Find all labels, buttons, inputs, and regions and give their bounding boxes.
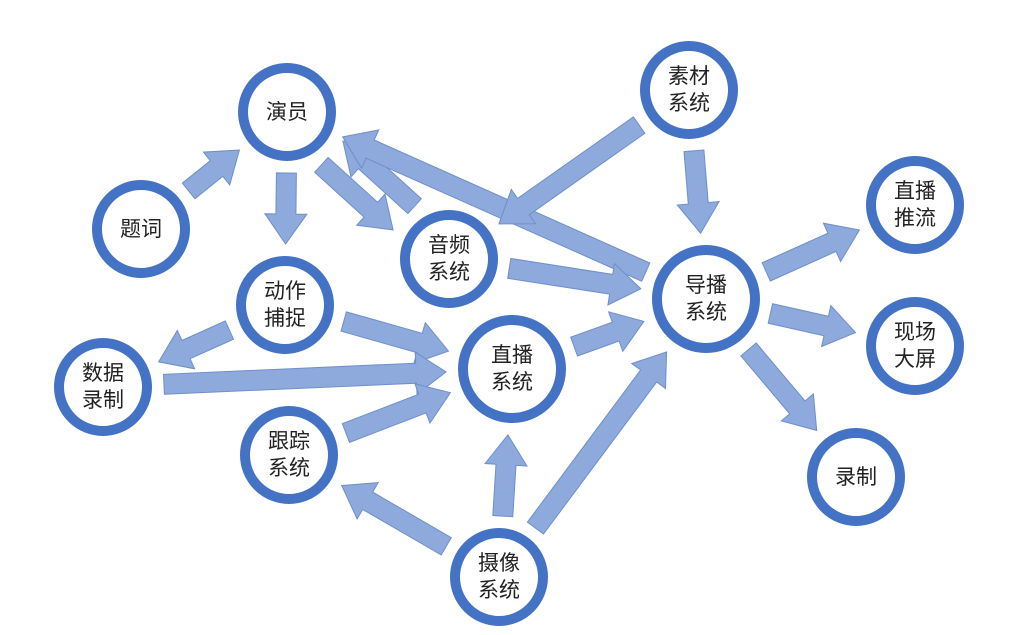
arrow-material-system-to-audio-system bbox=[498, 116, 646, 225]
arrow-motion-capture-to-live-system bbox=[340, 311, 450, 364]
node-prompter: 题词 bbox=[92, 180, 190, 278]
arrow-data-recording-to-live-system bbox=[162, 351, 447, 396]
node-director-system: 导播 系统 bbox=[652, 245, 760, 353]
arrow-director-system-to-actor bbox=[341, 129, 651, 282]
node-actor: 演员 bbox=[238, 63, 336, 161]
arrow-director-system-to-live-stream bbox=[761, 222, 861, 282]
arrow-actor-to-motion-capture bbox=[263, 172, 308, 245]
arrow-motion-capture-to-data-recording bbox=[157, 320, 235, 370]
node-audio-system: 音频 系统 bbox=[400, 210, 498, 308]
arrow-director-system-to-recording bbox=[740, 342, 818, 432]
node-live-stream: 直播 推流 bbox=[866, 156, 964, 254]
arrow-camera-system-to-live-system bbox=[484, 434, 528, 518]
arrow-actor-to-audio-system bbox=[313, 156, 394, 231]
arrow-director-system-to-onsite-screen bbox=[767, 303, 857, 348]
arrow-prompter-to-actor bbox=[181, 149, 241, 200]
arrow-material-system-to-director-system bbox=[676, 149, 721, 235]
arrow-tracking-system-to-live-system bbox=[341, 383, 452, 444]
node-material-system: 素材 系统 bbox=[640, 41, 738, 139]
node-tracking-system: 跟踪 系统 bbox=[240, 406, 338, 504]
arrow-camera-system-to-tracking-system bbox=[340, 482, 452, 556]
arrow-audio-system-to-director-system bbox=[507, 257, 642, 306]
arrow-camera-system-to-director-system bbox=[526, 351, 668, 535]
node-live-system: 直播 系统 bbox=[458, 315, 566, 423]
node-recording: 录制 bbox=[807, 428, 905, 526]
node-data-recording: 数据 录制 bbox=[54, 338, 152, 436]
arrow-live-system-to-director-system bbox=[570, 311, 645, 357]
node-camera-system: 摄像 系统 bbox=[450, 528, 548, 626]
node-onsite-screen: 现场 大屏 bbox=[866, 297, 964, 395]
node-motion-capture: 动作 捕捉 bbox=[236, 256, 334, 354]
